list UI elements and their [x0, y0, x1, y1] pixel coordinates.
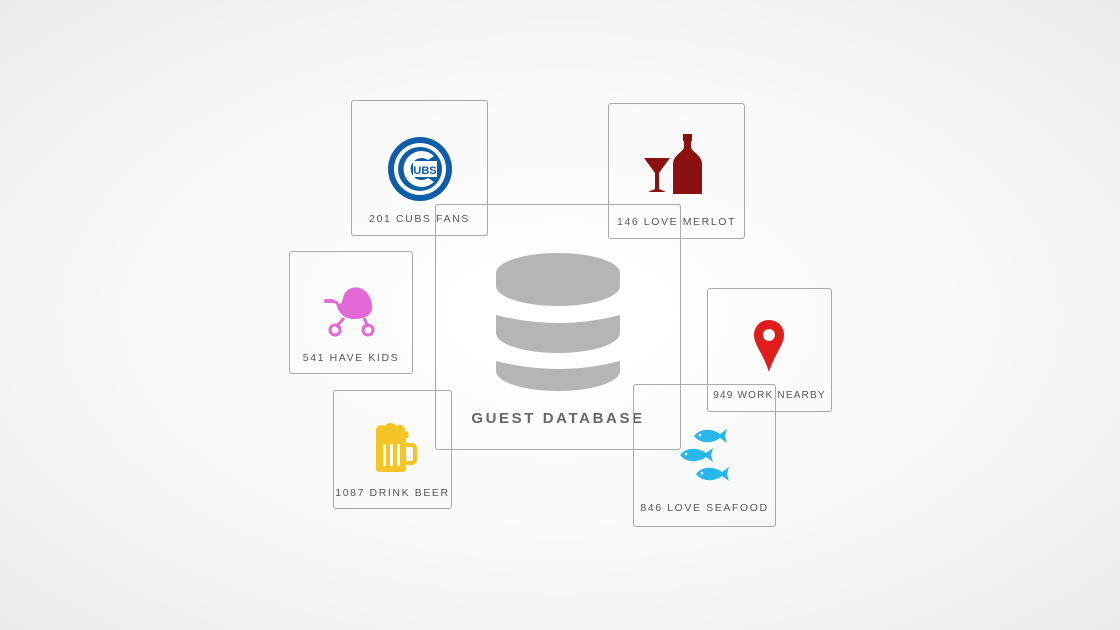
wine-icon — [644, 134, 702, 194]
segment-label-seafood: 846 LOVE SEAFOOD — [640, 502, 769, 514]
segment-label-beer: 1087 DRINK BEER — [335, 487, 450, 499]
segment-card-merlot: 146 LOVE MERLOT — [608, 103, 745, 239]
guest-database-label: GUEST DATABASE — [471, 410, 645, 427]
segment-card-kids: 541 HAVE KIDS — [289, 251, 413, 374]
fish-icon — [680, 429, 729, 481]
guest-database-box: GUEST DATABASE — [435, 204, 681, 450]
database-icon — [496, 253, 620, 391]
segment-label-cubs: 201 CUBS FANS — [369, 213, 470, 225]
beer-mug-icon — [375, 423, 417, 472]
segment-label-kids: 541 HAVE KIDS — [302, 352, 400, 364]
segment-card-beer: 1087 DRINK BEER — [333, 390, 452, 509]
segment-card-cubs: UBS 201 CUBS FANS — [351, 100, 488, 236]
segment-card-seafood: 846 LOVE SEAFOOD — [633, 384, 776, 527]
svg-text:UBS: UBS — [413, 165, 436, 177]
cubs-logo-icon: UBS — [388, 137, 452, 201]
segment-label-nearby: 949 WORK NEARBY — [713, 390, 826, 401]
map-pin-icon — [754, 320, 784, 372]
segment-card-nearby: 949 WORK NEARBY — [707, 288, 832, 412]
stroller-icon — [324, 287, 375, 337]
segment-label-merlot: 146 LOVE MERLOT — [616, 216, 737, 228]
